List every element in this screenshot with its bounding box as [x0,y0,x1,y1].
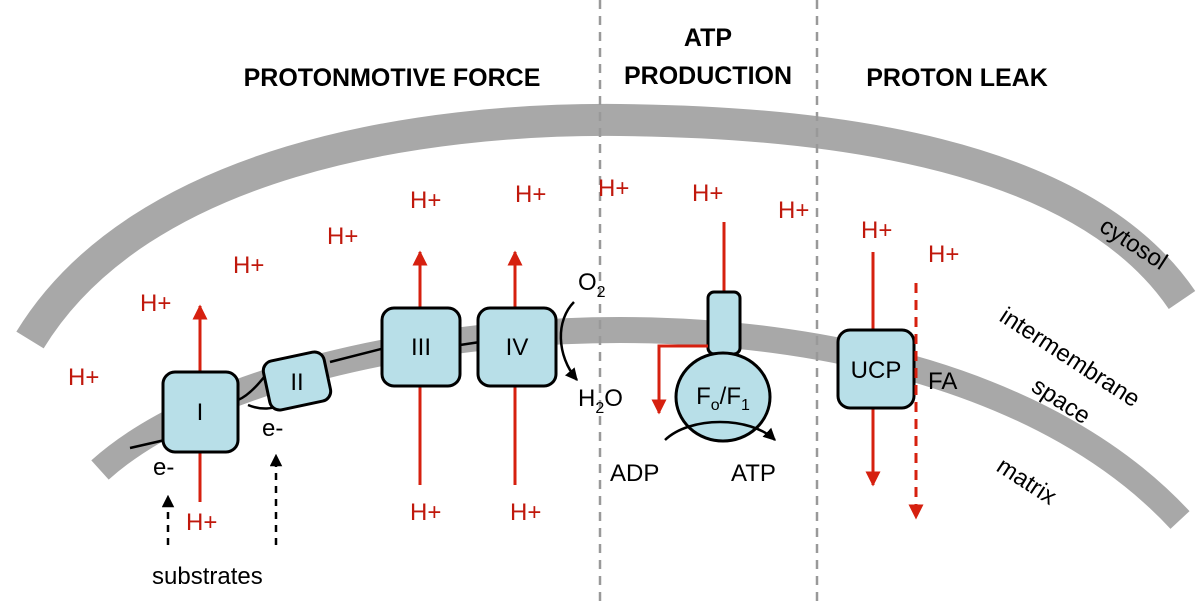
proton-label: H+ [410,187,441,214]
proton-label: H+ [327,223,358,250]
proton-label: H+ [778,197,809,224]
ucp-protein [836,328,916,410]
ucp-label: UCP [851,357,902,384]
proton-label: H+ [68,364,99,391]
electron-label: e- [153,454,174,481]
electron-label: e- [262,415,283,442]
header-atp-line1: ATP [684,24,732,52]
electron-wire [129,340,481,450]
arrow-synthase-proton-out [651,344,708,415]
arrow-adp-to-atp [664,420,776,441]
proton-label: H+ [598,175,629,202]
complex-i [161,370,240,454]
proton-label: H+ [692,180,723,207]
header-proton-leak: PROTON LEAK [866,64,1048,92]
proton-label: H+ [410,499,441,526]
synthase-label: Fo/F1 [696,383,750,414]
proton-label: H+ [515,181,546,208]
proton-label: H+ [861,217,892,244]
atp-label: ATP [731,460,776,487]
substrates-label: substrates [152,563,263,590]
proton-label: H+ [140,290,171,317]
proton-label: H+ [186,509,217,536]
complex-iv [476,306,558,388]
complex-ii-label: II [290,369,303,396]
water-label: H2O [578,385,623,417]
complex-iv-label: IV [506,334,529,361]
fatty-acid-label: FA [928,368,957,395]
complex-iii [380,306,462,388]
proton-label: H+ [928,241,959,268]
synthase-stalk [706,290,742,356]
header-atp-line2: PRODUCTION [624,62,792,90]
adp-label: ADP [610,460,659,487]
outer-membrane [16,103,1196,349]
arrow-oxygen-to-water [559,301,578,381]
oxygen-label: O2 [578,269,606,301]
header-protonmotive-force: PROTONMOTIVE FORCE [244,64,541,92]
proton-label: H+ [510,499,541,526]
synthase-head [674,351,772,443]
complex-iii-label: III [411,334,431,361]
label-matrix: matrix [992,452,1062,510]
proton-label: H+ [233,252,264,279]
complex-i-label: I [197,399,204,426]
complex-ii [261,350,333,412]
